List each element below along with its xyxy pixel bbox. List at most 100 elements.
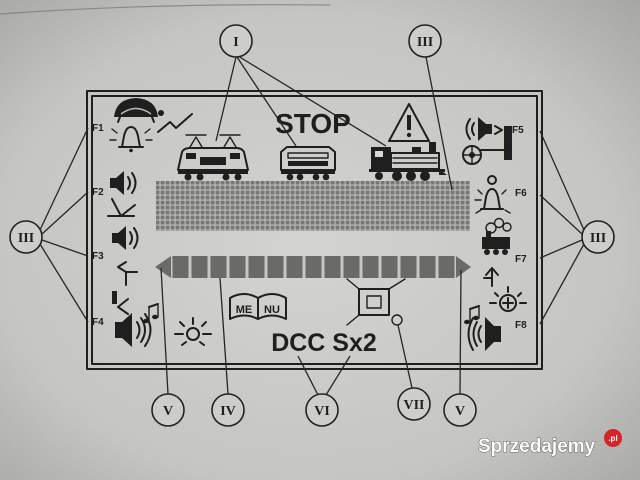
warning-exclamation-dot bbox=[406, 132, 412, 138]
watermark-brand: Sprzedajemy bbox=[478, 436, 596, 457]
chevron-left-icon bbox=[117, 298, 129, 315]
speaker-body bbox=[485, 317, 501, 351]
bulb-ray bbox=[179, 321, 185, 327]
callout-label: I bbox=[233, 35, 238, 50]
crossed-box-inner bbox=[366, 295, 382, 309]
diesel-loco-wheel bbox=[322, 173, 330, 181]
callout-label: VII bbox=[403, 398, 424, 413]
light-plus-circle bbox=[499, 294, 517, 312]
callout-label: V bbox=[455, 404, 465, 419]
sound-wave bbox=[471, 122, 475, 136]
sound-wave bbox=[136, 321, 141, 339]
arrow-head bbox=[485, 267, 499, 276]
bell-ray bbox=[475, 209, 482, 214]
electric-loco-wheel bbox=[184, 173, 192, 181]
bar-right-arrow bbox=[456, 256, 471, 278]
callout-bottom-5: V bbox=[443, 393, 477, 427]
watermark: Sprzedajemy .pl bbox=[478, 429, 622, 457]
marker-block bbox=[112, 291, 117, 304]
warning-exclamation-bar bbox=[407, 115, 411, 130]
menu-label-left: ME bbox=[236, 304, 253, 316]
horn-icon bbox=[465, 117, 512, 160]
bell-ray bbox=[144, 128, 151, 134]
steam-smoke-icon bbox=[482, 217, 512, 255]
diesel-loco-wheel bbox=[312, 173, 320, 181]
steam-loco-wheel bbox=[375, 172, 383, 180]
warning-triangle-icon bbox=[388, 103, 430, 142]
watermark-suffix: .pl bbox=[608, 434, 617, 443]
lcd-frame-inner bbox=[91, 95, 538, 365]
callout-label: VI bbox=[314, 404, 330, 419]
electric-loco-frame bbox=[178, 170, 248, 174]
steam-locomotive-icon bbox=[369, 142, 447, 181]
light-ray bbox=[494, 292, 499, 297]
smoke-loco-wheel bbox=[502, 249, 508, 255]
callout-line-right bbox=[539, 243, 585, 325]
electric-locomotive-icon bbox=[177, 134, 249, 181]
protocol-label: DCC Sx2 bbox=[271, 329, 377, 357]
diesel-locomotive-icon bbox=[280, 146, 336, 181]
music-note-head bbox=[152, 314, 158, 320]
callout-label: V bbox=[163, 404, 173, 419]
callout-line-left bbox=[41, 191, 89, 235]
sound-wave bbox=[129, 231, 133, 245]
speaker-body bbox=[112, 226, 126, 250]
book-outline bbox=[229, 293, 287, 320]
callout-bottom-3: VI bbox=[305, 393, 339, 427]
smoke-loco-wheel bbox=[484, 249, 490, 255]
speaker-music-icon bbox=[115, 303, 159, 347]
bulb-ray bbox=[181, 341, 187, 346]
menu-book-icon: ME NU bbox=[229, 293, 287, 320]
callout-line-bottom-3 bbox=[297, 355, 319, 396]
bell-ray bbox=[477, 189, 483, 195]
crossed-box-outer bbox=[358, 288, 390, 316]
horn-chevron bbox=[494, 125, 503, 135]
electric-loco-side-panel bbox=[200, 157, 226, 165]
callout-circle bbox=[397, 387, 431, 421]
bell-top bbox=[487, 175, 497, 185]
speaker-icon bbox=[112, 226, 139, 250]
callout-label: III bbox=[417, 35, 433, 50]
ramp-icon bbox=[157, 113, 193, 133]
diesel-loco-panel-bottom bbox=[288, 161, 328, 166]
smoke-chimney bbox=[486, 231, 491, 237]
bell-icon bbox=[474, 175, 511, 214]
left-function-icons: F1 F2 F3 bbox=[92, 98, 193, 347]
function-label-f2: F2 bbox=[92, 187, 104, 198]
callout-line-right bbox=[539, 130, 585, 231]
stop-label: STOP bbox=[275, 108, 351, 139]
speaker-body bbox=[115, 313, 132, 347]
electric-loco-wheel bbox=[196, 173, 204, 181]
bell-ray bbox=[111, 128, 118, 134]
watermark-dot bbox=[604, 429, 622, 447]
callout-line-bottom-2 bbox=[219, 277, 229, 395]
bar-segments bbox=[171, 256, 456, 278]
callout-bottom-1: V bbox=[151, 393, 185, 427]
function-label-f5: F5 bbox=[512, 125, 524, 136]
callout-right: III bbox=[581, 220, 615, 254]
bell-icon bbox=[109, 126, 153, 153]
arrow-icon bbox=[483, 267, 499, 287]
sound-wave bbox=[131, 172, 137, 194]
steam-loco-dome bbox=[412, 147, 421, 153]
callout-line-bottom-5 bbox=[459, 269, 462, 395]
callout-circle bbox=[219, 24, 253, 58]
bulb-circle bbox=[186, 327, 200, 341]
callout-line-right bbox=[539, 194, 583, 235]
sound-wave bbox=[133, 227, 139, 249]
callout-circle bbox=[305, 393, 339, 427]
callout-line-top-left bbox=[237, 55, 387, 147]
steam-loco-cab bbox=[371, 147, 391, 170]
angle-icon bbox=[107, 198, 136, 217]
callout-circle bbox=[9, 220, 43, 254]
callout-circle bbox=[443, 393, 477, 427]
horn-body bbox=[478, 117, 492, 141]
callout-line-right bbox=[539, 239, 583, 259]
electric-loco-window-right bbox=[230, 153, 240, 159]
callout-line-bottom-4 bbox=[397, 324, 413, 389]
steam-loco-wheel bbox=[420, 171, 430, 181]
bar-left-arrow bbox=[155, 256, 171, 278]
lcd-frame-outer bbox=[86, 90, 543, 370]
